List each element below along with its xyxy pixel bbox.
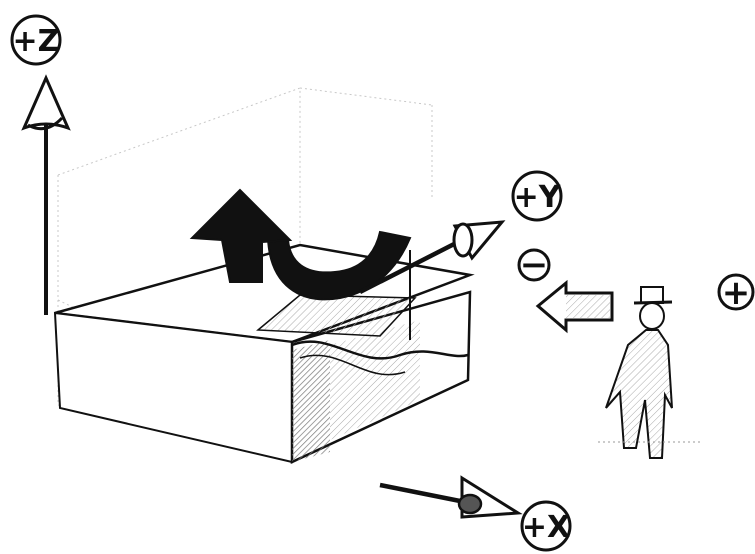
block-shadow — [292, 340, 330, 462]
x-axis-label: +X — [522, 510, 570, 545]
y-axis-label: +Y — [514, 180, 562, 215]
positive-sign: + — [722, 273, 751, 313]
z-axis-label: +Z — [13, 24, 60, 59]
figure-head — [640, 303, 664, 329]
figure-body — [606, 330, 672, 458]
positive-direction-marker: + — [719, 273, 753, 313]
negative-direction-marker: − — [519, 245, 549, 285]
figure-hat — [641, 287, 663, 303]
left-arrow-icon — [538, 283, 612, 330]
z-axis: +Z — [12, 16, 68, 315]
x-axis: +X — [380, 478, 570, 550]
y-rotation-mark — [454, 224, 472, 256]
negative-sign: − — [520, 245, 549, 285]
x-rotation-mark — [459, 495, 481, 513]
